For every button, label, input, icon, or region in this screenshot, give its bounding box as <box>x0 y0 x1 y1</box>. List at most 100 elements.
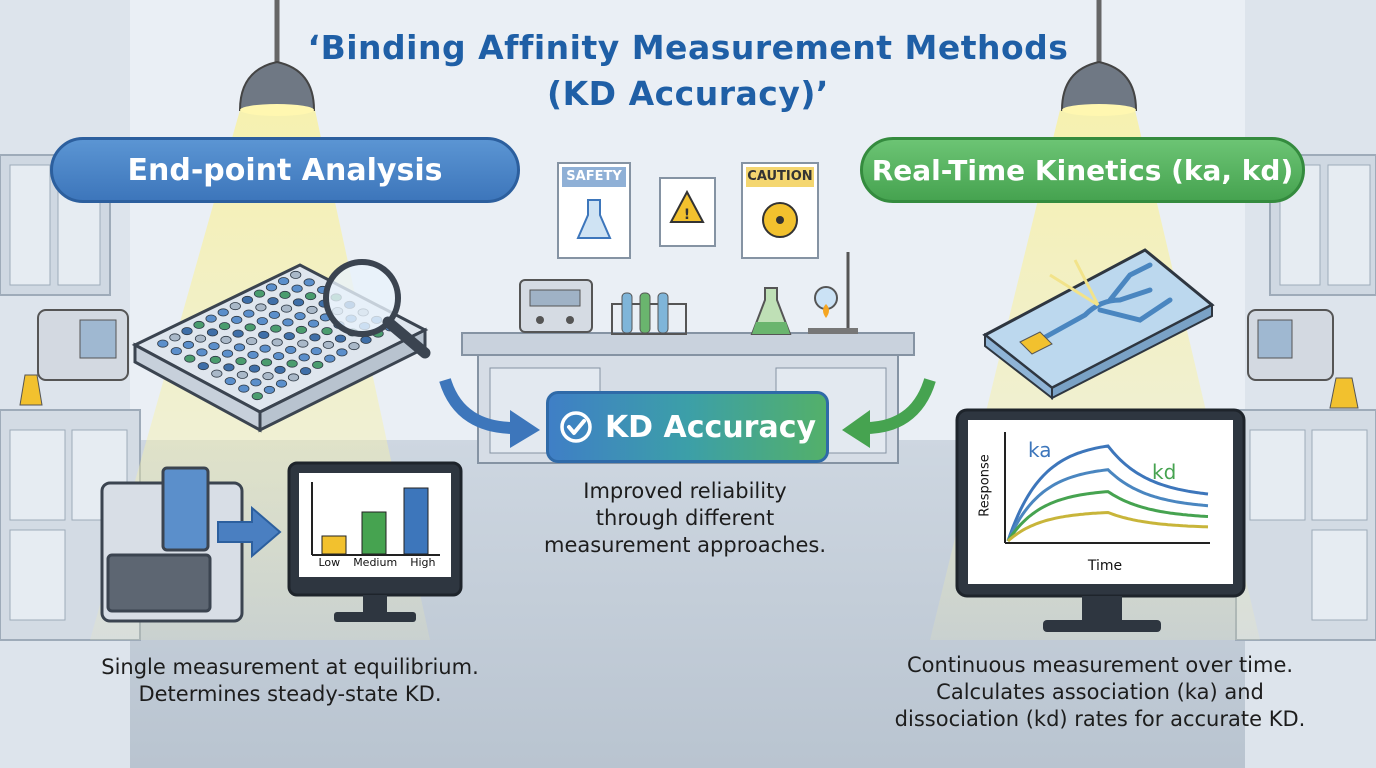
plate-well <box>282 318 294 327</box>
endpoint-caption: Single measurement at equilibrium. Deter… <box>60 654 520 708</box>
lamp-left-icon <box>238 0 316 116</box>
plate-well <box>244 323 256 332</box>
lamp-right-icon <box>1060 0 1138 116</box>
safety-sign-label: SAFETY <box>566 169 622 184</box>
plate-well <box>270 324 282 333</box>
plate-well <box>256 317 268 326</box>
kinetics-caption-line2: Calculates association (ka) and <box>936 680 1264 704</box>
plate-well <box>287 373 300 382</box>
graph-ylabel: Response <box>977 454 993 517</box>
arrow-right-icon <box>217 505 282 559</box>
plate-well <box>286 359 298 368</box>
plate-well <box>209 355 221 364</box>
plate-well <box>268 310 280 319</box>
plate-well <box>181 327 193 336</box>
center-caption-line2: through different <box>595 506 775 530</box>
plate-well <box>312 360 324 369</box>
kinetics-caption: Continuous measurement over time. Calcul… <box>860 652 1340 733</box>
plate-well <box>219 322 231 331</box>
plate-well <box>298 353 310 362</box>
plate-well <box>231 315 243 324</box>
endpoint-analysis-label: End-point Analysis <box>50 137 520 203</box>
plate-well <box>306 305 318 314</box>
lab-instrument-icon <box>519 279 593 333</box>
plate-well <box>267 297 279 306</box>
plate-well <box>220 335 232 344</box>
right-lab-instrument-icon <box>1247 309 1359 409</box>
check-circle-icon <box>560 411 592 443</box>
plate-well <box>272 352 285 361</box>
graph-xlabel: Time <box>1087 558 1123 574</box>
endpoint-bar <box>321 535 347 555</box>
plate-well <box>290 270 302 279</box>
plate-well <box>241 295 253 304</box>
plate-well <box>294 312 306 321</box>
caution-sign <box>741 162 819 259</box>
plate-well <box>299 367 312 376</box>
real-time-kinetics-label: Real-Time Kinetics (ka, kd) <box>860 137 1305 203</box>
plate-well <box>206 328 219 337</box>
endpoint-monitor <box>287 461 463 622</box>
plate-well <box>232 329 244 338</box>
plate-well <box>274 365 286 374</box>
plate-well <box>360 335 372 344</box>
plate-well <box>211 369 223 378</box>
plate-well <box>291 284 303 293</box>
endpoint-caption-line2: Determines steady-state KD. <box>138 682 442 706</box>
plate-well <box>279 290 291 299</box>
plate-well <box>297 339 309 348</box>
arrow-to-center-left-icon <box>439 378 521 435</box>
plate-well <box>295 325 307 334</box>
plate-well <box>243 309 255 318</box>
microplate-icon <box>131 263 429 433</box>
svg-text:!: ! <box>684 207 690 223</box>
plate-well <box>182 340 194 349</box>
plate-well <box>285 345 297 354</box>
flask-icon <box>750 287 792 335</box>
plate-well <box>221 349 234 358</box>
kinetic-curve <box>1006 444 1209 542</box>
plate-well <box>283 332 295 341</box>
plate-well <box>275 379 288 388</box>
plate-well <box>322 340 334 349</box>
kd-label: kd <box>1152 460 1177 484</box>
plate-well <box>236 370 248 379</box>
plate-well <box>262 372 274 381</box>
page-title: ‘Binding Affinity Measurement Methods <box>307 28 1069 67</box>
plate-well <box>235 357 247 366</box>
level-low: Low <box>318 556 341 569</box>
plate-well <box>309 333 321 342</box>
sensor-chip-icon <box>982 248 1215 401</box>
plate-well <box>196 348 208 357</box>
kinetics-caption-line3: dissociation (kd) rates for accurate KD. <box>894 707 1306 731</box>
plate-well <box>310 347 322 356</box>
safety-sign <box>557 162 631 259</box>
plate-well <box>250 378 262 387</box>
endpoint-chart-xlabels: Low Medium High <box>312 556 442 569</box>
plate-well <box>292 298 305 307</box>
plate-well <box>247 350 259 359</box>
center-caption: Improved reliability through different m… <box>510 478 860 559</box>
arrowhead-left-icon <box>510 410 540 448</box>
magnifier-icon <box>323 259 431 359</box>
warning-sign-icon: ! <box>659 177 716 247</box>
endpoint-caption-line1: Single measurement at equilibrium. <box>101 655 479 679</box>
level-medium: Medium <box>353 556 398 569</box>
left-cabinets <box>0 0 141 768</box>
plate-well <box>229 302 241 311</box>
page-subtitle: (KD Accuracy)’ <box>547 74 829 113</box>
test-tubes-icon <box>611 292 687 335</box>
plate-well <box>157 339 169 348</box>
plate-well <box>205 314 217 323</box>
plate-well <box>217 308 229 317</box>
plate-well <box>303 278 315 287</box>
center-caption-line3: measurement approaches. <box>544 533 826 557</box>
kinetics-monitor <box>955 408 1246 632</box>
plate-well <box>258 330 270 339</box>
kd-accuracy-label: KD Accuracy <box>604 409 817 445</box>
plate-well <box>193 320 205 329</box>
kinetic-curve <box>1006 468 1209 542</box>
plate-well <box>348 342 360 351</box>
